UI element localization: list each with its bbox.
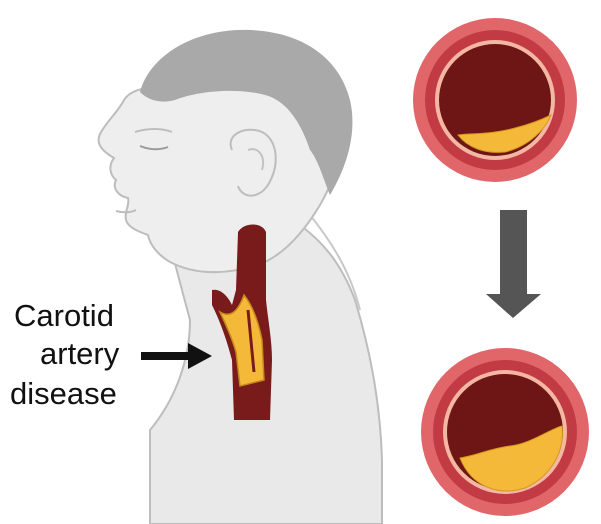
down-arrow-icon: [486, 210, 541, 318]
artery-cross-section-mild-plaque-icon: [413, 18, 577, 182]
label-line-3: disease: [10, 376, 117, 411]
label-line-2: artery: [40, 336, 120, 371]
artery-cross-section-severe-plaque-icon: [421, 348, 589, 516]
label-line-1: Carotid: [14, 298, 114, 333]
